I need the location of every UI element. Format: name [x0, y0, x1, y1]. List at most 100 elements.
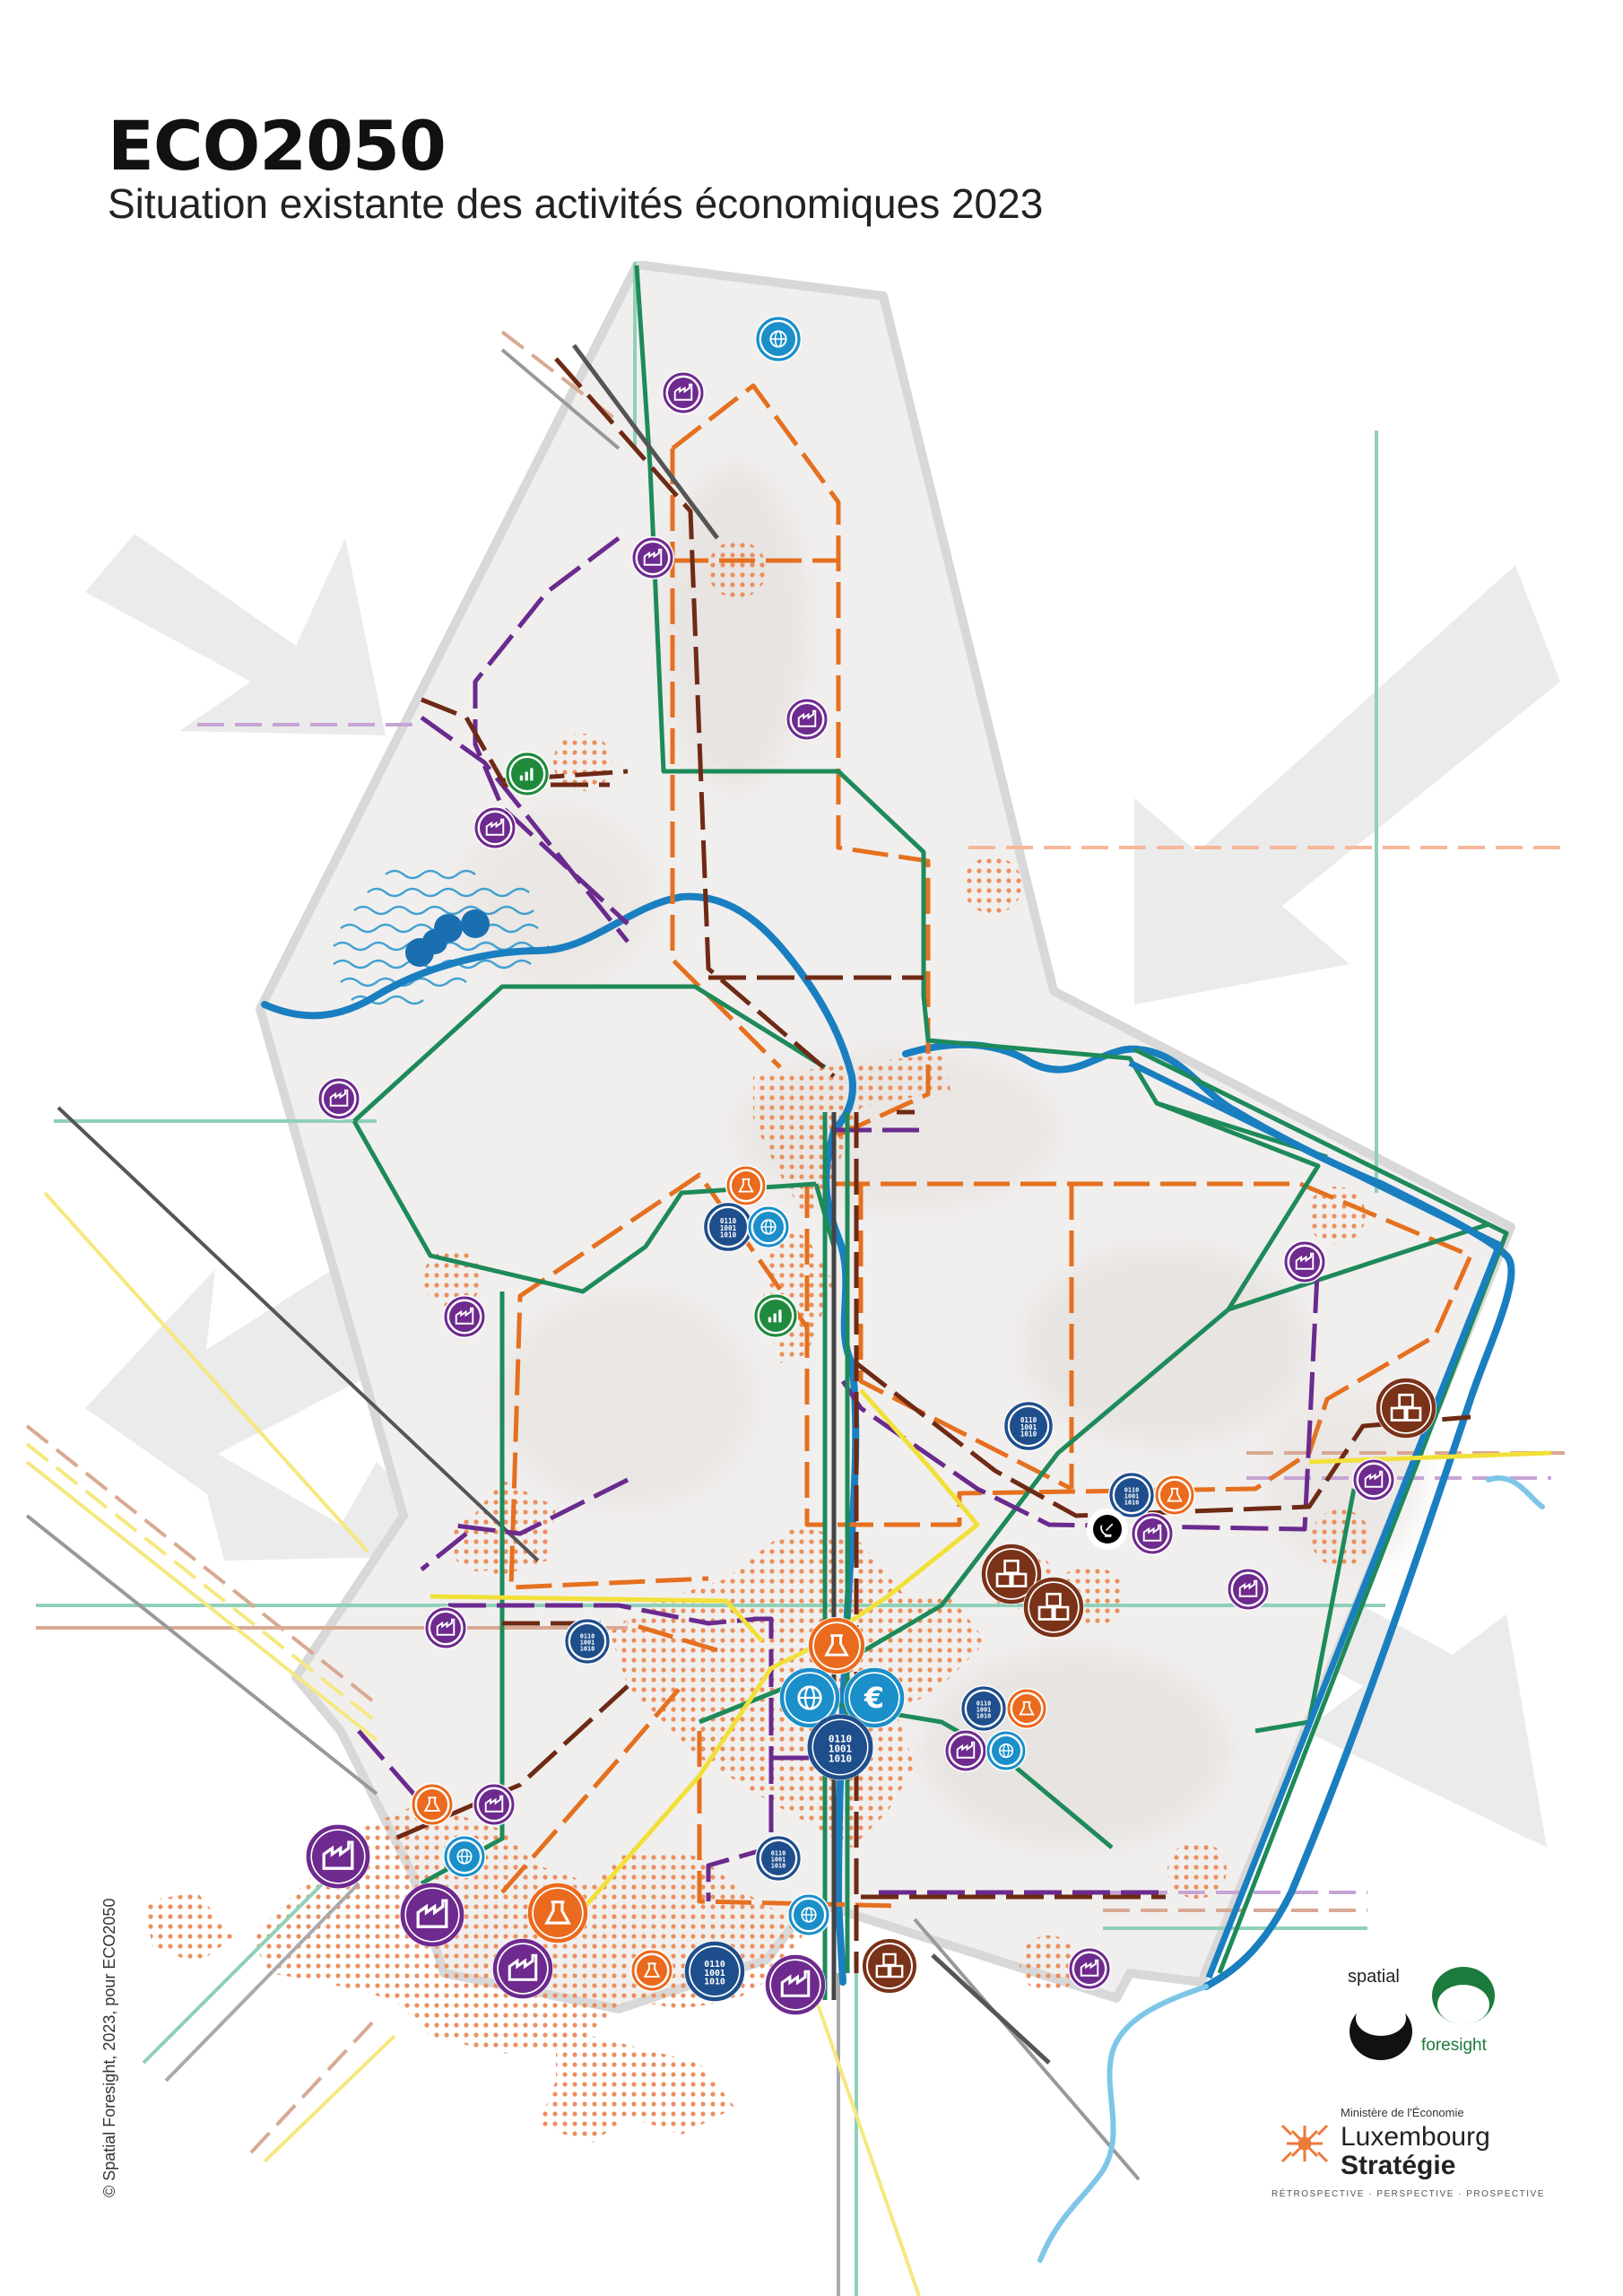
map-subtitle: Situation existante des activités économ… [108, 180, 1044, 227]
globe-gear-icon [797, 1685, 822, 1710]
flask-icon [544, 1900, 571, 1925]
satellite-dish-icon [1100, 1523, 1114, 1537]
boxes-icon-marker [862, 1938, 917, 1994]
globe-gear-icon-marker [985, 1730, 1027, 1771]
factory-icon-marker [443, 1295, 486, 1338]
svg-text:1001: 1001 [1124, 1492, 1140, 1500]
svg-text:0110: 0110 [1124, 1487, 1140, 1494]
flask-icon [738, 1178, 754, 1193]
map-title: ECO2050 [108, 106, 447, 186]
spatial-foresight-logo [1350, 1967, 1495, 2060]
flask-icon [1019, 1700, 1035, 1716]
factory-icon-marker [400, 1883, 464, 1947]
factory-icon [508, 1953, 538, 1981]
svg-text:1010: 1010 [829, 1752, 852, 1764]
flask-icon-marker [1006, 1688, 1047, 1729]
svg-text:0110: 0110 [1020, 1416, 1037, 1424]
svg-text:1010: 1010 [1124, 1499, 1140, 1506]
factory-icon-marker [1227, 1568, 1270, 1611]
flow-arrow-west [85, 1256, 404, 1516]
factory-icon [416, 1899, 448, 1928]
boxes-icon [875, 1952, 904, 1979]
svg-text:0110: 0110 [704, 1960, 725, 1970]
svg-text:0110: 0110 [976, 1700, 992, 1708]
strategie-tagline: RÉTROSPECTIVE · PERSPECTIVE · PROSPECTIV… [1271, 2189, 1545, 2199]
flask-icon-marker [808, 1617, 865, 1674]
globe-gear-icon-marker [443, 1835, 486, 1878]
factory-icon [1080, 1959, 1099, 1977]
globe-gear-icon-marker [787, 1893, 830, 1936]
copyright-notice: © Spatial Foresight, 2023, pour ECO2050 [100, 1898, 118, 2197]
flask-icon-marker [411, 1783, 454, 1826]
boxes-icon-marker [1023, 1577, 1084, 1638]
green-economy-icon [519, 768, 534, 781]
reservoir-lake [333, 869, 550, 1005]
factory-icon [1295, 1252, 1315, 1270]
factory-icon-marker [492, 1938, 553, 1999]
svg-text:1010: 1010 [771, 1862, 786, 1869]
svg-text:1010: 1010 [704, 1978, 725, 1987]
factory-icon-marker [306, 1824, 370, 1889]
flask-icon [824, 1634, 849, 1657]
svg-text:1001: 1001 [976, 1706, 992, 1713]
factory-icon [436, 1618, 456, 1636]
factory-icon [956, 1741, 976, 1759]
flow-arrow-northeast [1134, 565, 1560, 1004]
factory-icon [484, 1795, 504, 1813]
globe-gear-icon [801, 1907, 817, 1923]
svg-text:1010: 1010 [1020, 1430, 1037, 1438]
svg-text:1001: 1001 [580, 1639, 595, 1646]
boxes-icon-marker [1376, 1378, 1436, 1439]
strategie-wordmark: Stratégie [1341, 2151, 1456, 2180]
spatial-foresight-wordmark-foresight: foresight [1421, 2036, 1487, 2055]
globe-gear-icon-marker [747, 1205, 790, 1248]
svg-text:1001: 1001 [771, 1856, 786, 1863]
factory-icon-marker [1283, 1240, 1326, 1283]
factory-icon-marker [317, 1077, 360, 1120]
factory-icon [1364, 1470, 1384, 1488]
svg-text:1001: 1001 [720, 1224, 737, 1232]
svg-text:€: € [864, 1681, 884, 1715]
luxembourg-wordmark: Luxembourg [1341, 2122, 1490, 2152]
factory-icon [1238, 1579, 1258, 1597]
factory-icon-marker [662, 371, 705, 414]
factory-icon-marker [1068, 1947, 1111, 1990]
flow-arrows [85, 534, 1560, 1848]
svg-text:1001: 1001 [704, 1969, 725, 1979]
globe-gear-icon [769, 330, 787, 348]
svg-text:0110: 0110 [580, 1633, 595, 1640]
svg-text:1010: 1010 [976, 1712, 992, 1719]
luxembourg-strategie-logo [1280, 2124, 1329, 2163]
boxes-icon [995, 1559, 1028, 1587]
svg-text:1001: 1001 [829, 1743, 853, 1754]
boxes-icon [1390, 1393, 1422, 1422]
factory-icon [455, 1307, 474, 1325]
factory-icon-marker [473, 1783, 516, 1826]
svg-text:1010: 1010 [580, 1645, 595, 1652]
svg-text:0110: 0110 [771, 1850, 786, 1857]
flask-icon-marker [527, 1883, 588, 1944]
svg-text:0110: 0110 [829, 1734, 852, 1745]
satellite-dish-icon-marker [1087, 1509, 1128, 1550]
factory-icon [1142, 1524, 1162, 1542]
globe-gear-icon-marker [779, 1667, 840, 1728]
factory-icon [322, 1840, 354, 1870]
factory-icon-marker [1352, 1458, 1395, 1501]
globe-gear-icon [760, 1219, 777, 1235]
factory-icon [643, 548, 663, 566]
globe-gear-icon [456, 1848, 473, 1865]
flask-icon-marker [630, 1949, 673, 1992]
flow-arrow-northwest [85, 534, 386, 735]
flask-icon [1167, 1487, 1183, 1502]
factory-icon-marker [473, 806, 516, 849]
factory-icon-marker [1131, 1512, 1174, 1555]
